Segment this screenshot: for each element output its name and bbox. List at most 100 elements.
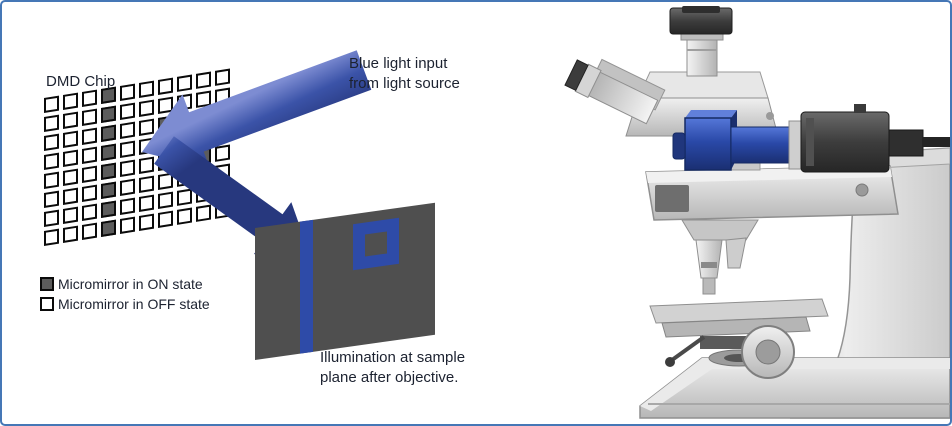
micromirror-off [177, 188, 192, 206]
micromirror-off [215, 87, 230, 105]
eyepiece [564, 59, 659, 125]
micromirror-off [139, 194, 154, 212]
micromirror-off [139, 137, 154, 155]
mirror-off-swatch-icon [40, 297, 54, 311]
micromirror-off [196, 166, 211, 184]
micromirror-off [215, 182, 230, 200]
micromirror-off [63, 130, 78, 148]
micromirror-on [101, 124, 116, 142]
micromirror-on [101, 143, 116, 161]
top-camera [669, 6, 733, 77]
micromirror-off [139, 156, 154, 174]
micromirror-off [196, 204, 211, 222]
legend: Micromirror in ON state Micromirror in O… [40, 274, 210, 314]
micromirror-off [82, 108, 97, 126]
legend-off-label: Micromirror in OFF state [58, 296, 210, 312]
micromirror-off [120, 216, 135, 234]
focus-knobs [741, 325, 795, 379]
micromirror-off [215, 201, 230, 219]
legend-item-on: Micromirror in ON state [40, 274, 210, 294]
dmd-grid [44, 68, 230, 246]
micromirror-off [215, 125, 230, 143]
micromirror-off [63, 149, 78, 167]
micromirror-on [196, 128, 211, 146]
micromirror-on [196, 109, 211, 127]
dmd-chip-label: DMD Chip [46, 73, 116, 90]
micromirror-off [82, 89, 97, 107]
micromirror-off [44, 114, 59, 132]
micromirror-off [158, 210, 173, 228]
micromirror-on [101, 105, 116, 123]
micromirror-off [120, 197, 135, 215]
legend-on-label: Micromirror in ON state [58, 276, 203, 292]
illumination-square-ring [353, 217, 399, 271]
micromirror-off [139, 118, 154, 136]
micromirror-off [44, 190, 59, 208]
micromirror-off [120, 159, 135, 177]
micromirror-off [44, 171, 59, 189]
micromirror-off [215, 163, 230, 181]
micromirror-off [63, 225, 78, 243]
micromirror-on [101, 181, 116, 199]
micromirror-off [44, 152, 59, 170]
micromirror-off [120, 83, 135, 101]
micromirror-off [196, 90, 211, 108]
micromirror-off [158, 191, 173, 209]
micromirror-off [82, 146, 97, 164]
micromirror-on [101, 200, 116, 218]
micromirror-off [139, 213, 154, 231]
microscope-base [639, 349, 950, 419]
micromirror-off [63, 92, 78, 110]
micromirror-on [177, 112, 192, 130]
micromirror-off [82, 165, 97, 183]
micromirror-off [177, 93, 192, 111]
micromirror-off [196, 71, 211, 89]
micromirror-off [44, 209, 59, 227]
microscope-illustration [564, 6, 950, 419]
micromirror-off [215, 144, 230, 162]
micromirror-off [158, 77, 173, 95]
legend-item-off: Micromirror in OFF state [40, 294, 210, 314]
micromirror-on [158, 153, 173, 171]
micromirror-off [63, 168, 78, 186]
micromirror-off [177, 169, 192, 187]
micromirror-off [139, 99, 154, 117]
micromirror-off [44, 133, 59, 151]
micromirror-off [177, 207, 192, 225]
mirror-on-swatch-icon [40, 277, 54, 291]
micromirror-off [63, 111, 78, 129]
micromirror-off [215, 68, 230, 86]
blue-light-input-label: Blue light input from light source [349, 55, 460, 92]
illumination-stripe [300, 219, 313, 354]
micromirror-off [196, 185, 211, 203]
side-camera [730, 104, 950, 173]
micromirror-off [82, 222, 97, 240]
micromirror-off [120, 102, 135, 120]
micromirror-off [120, 140, 135, 158]
micromirror-off [44, 228, 59, 246]
micromirror-off [63, 206, 78, 224]
micromirror-off [82, 184, 97, 202]
micromirror-off [139, 80, 154, 98]
micromirror-off [120, 121, 135, 139]
micromirror-off [44, 95, 59, 113]
illuminator-housing [645, 165, 899, 221]
micromirror-on [196, 147, 211, 165]
micromirror-off [82, 127, 97, 145]
micromirror-off [158, 172, 173, 190]
micromirror-off [139, 175, 154, 193]
micromirror-on [158, 134, 173, 152]
sample-plane [255, 202, 435, 360]
micromirror-off [177, 131, 192, 149]
illumination-label: Illumination at sample plane after objec… [320, 349, 466, 386]
micromirror-on [101, 162, 116, 180]
micromirror-off [63, 187, 78, 205]
micromirror-on [158, 115, 173, 133]
micromirror-off [215, 106, 230, 124]
micromirror-off [177, 74, 192, 92]
micromirror-on [101, 219, 116, 237]
objectives [681, 219, 759, 295]
micromirror-on [177, 150, 192, 168]
micromirror-off [158, 96, 173, 114]
